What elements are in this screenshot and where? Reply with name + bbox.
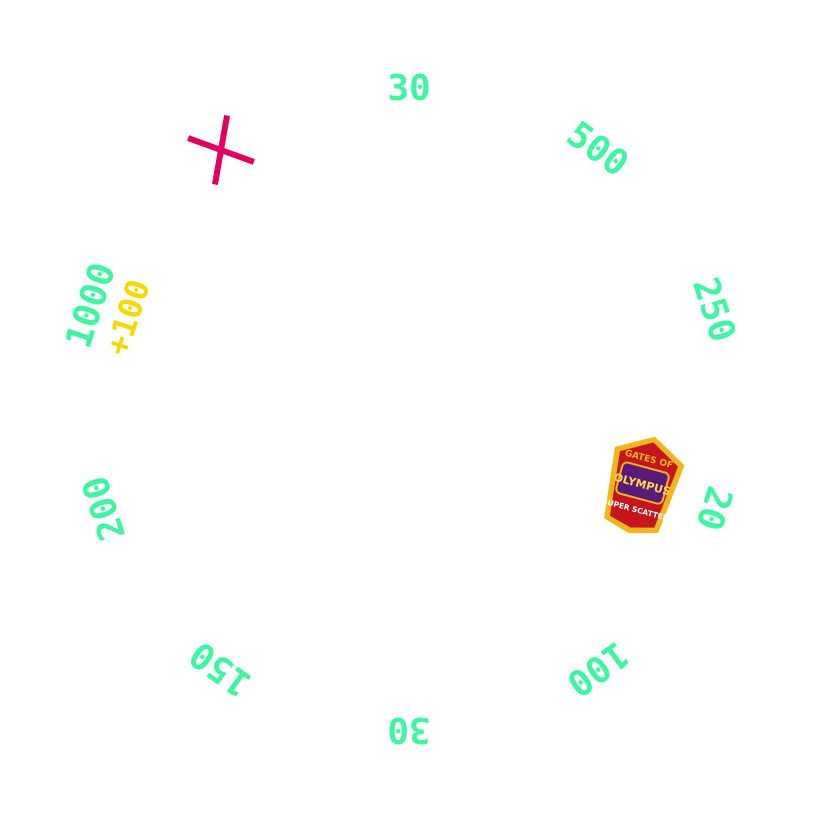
- gates-of-olympus-logo: GATES OF OLYMPUS SUPER SCATTER: [588, 424, 696, 546]
- segment-value: 100: [559, 632, 636, 704]
- segment-value: 150: [182, 632, 259, 704]
- segment-value: 30: [387, 709, 431, 750]
- logo-graphic: GATES OF OLYMPUS SUPER SCATTER: [601, 436, 685, 533]
- segment-value: 200: [74, 470, 134, 546]
- segment-value: 500: [559, 114, 636, 186]
- segment-value: 20: [687, 481, 740, 535]
- segment-value: 30: [387, 68, 431, 109]
- segment-value: 250: [684, 272, 744, 348]
